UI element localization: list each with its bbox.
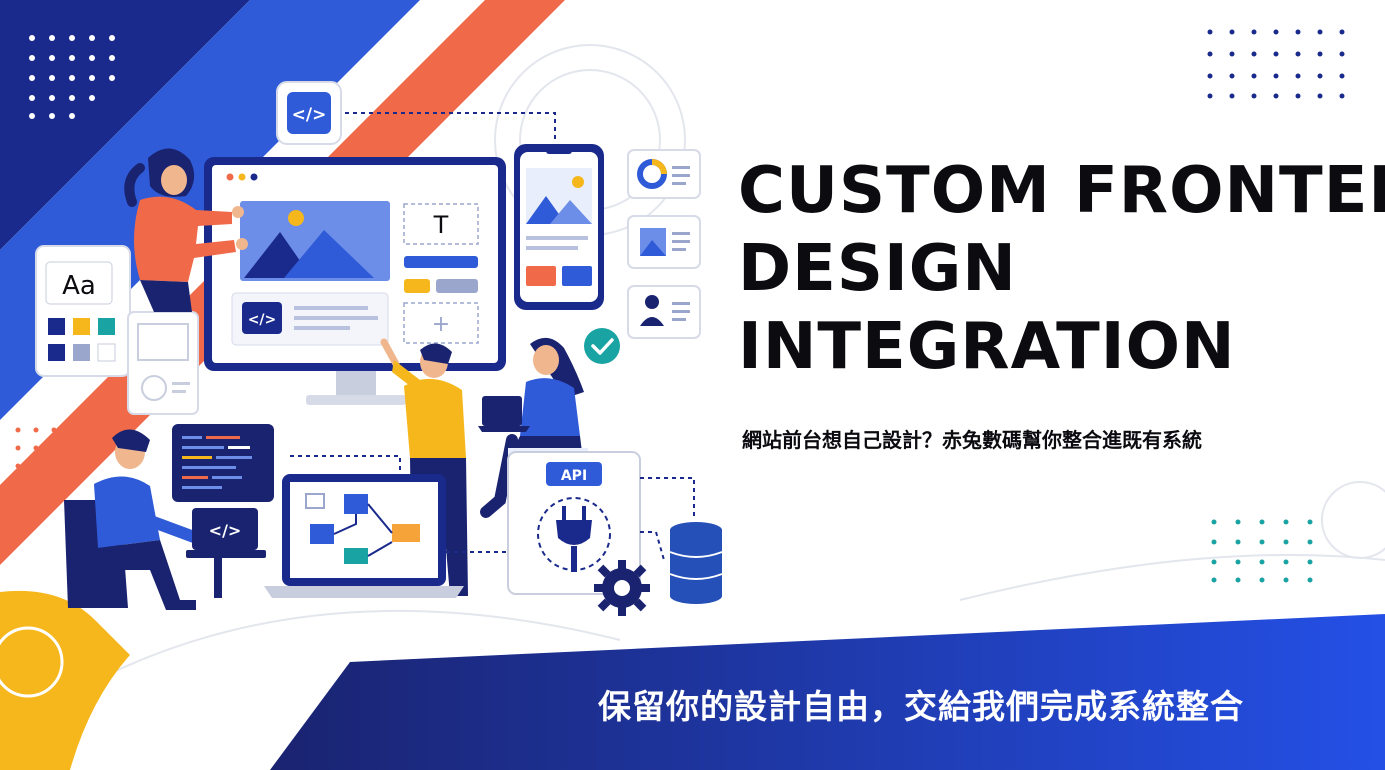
typography-card: [35, 245, 131, 377]
flow-diagram-laptop: [264, 474, 464, 598]
chart-widget: [627, 149, 701, 199]
check-badge-icon: [584, 328, 620, 364]
image-widget: [627, 215, 701, 269]
api-box: [507, 451, 641, 595]
headline-line-3: INTEGRATION: [738, 310, 1236, 384]
designer-woman: [124, 148, 248, 312]
headline-line-2: DESIGN: [738, 232, 1017, 306]
code-panel: [172, 424, 274, 502]
headline: CUSTOM FRONTEND DESIGN INTEGRATION: [738, 152, 1385, 386]
teal-dot-grid: [1211, 519, 1313, 583]
desktop-monitor: [204, 157, 506, 405]
gear-icon: [594, 560, 650, 616]
monitor-code-tag-label: </>: [248, 312, 277, 328]
tagline: 保留你的設計自由，交給我們完成系統整合: [598, 687, 1244, 726]
subtitle: 網站前台想自己設計？赤兔數碼幫你整合進既有系統: [742, 428, 1202, 452]
typography-sample: Aa: [62, 271, 96, 301]
text-tool-icon: T: [433, 211, 449, 239]
code-tag-icon-label: </>: [292, 105, 327, 125]
seated-developer: [64, 429, 266, 610]
mobile-phone: [514, 144, 604, 310]
yellow-corner-shape: [0, 590, 130, 770]
white-dot-grid: [29, 35, 115, 119]
add-icon: +: [432, 312, 450, 337]
navy-dot-grid-top-right: [1207, 29, 1345, 99]
coral-dot-grid: [15, 427, 57, 469]
api-label: API: [561, 468, 587, 484]
code-tag-card: [276, 81, 342, 145]
database-icon: [669, 522, 723, 604]
headline-line-1: CUSTOM FRONTEND: [738, 154, 1385, 228]
laptop-code-tag-label: </>: [209, 521, 242, 540]
wireframe-card: [127, 311, 199, 415]
profile-widget: [627, 285, 701, 339]
tagline-band: [270, 614, 1385, 770]
